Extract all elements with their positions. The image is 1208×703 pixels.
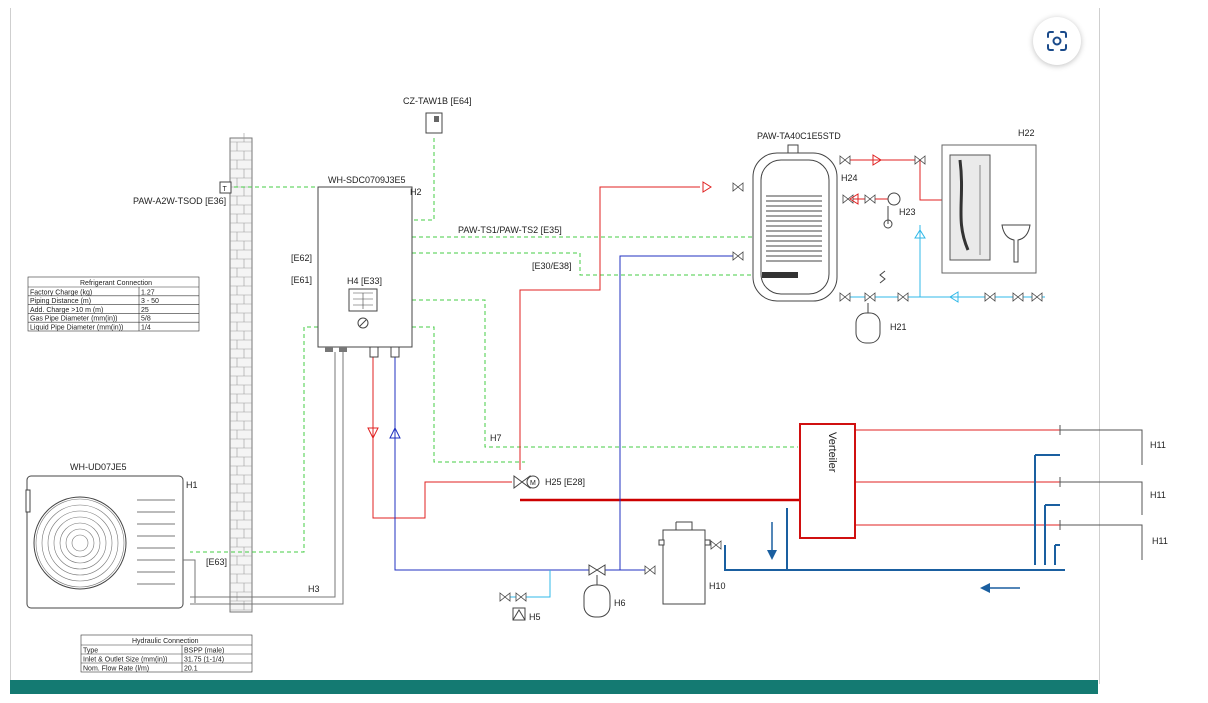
valve-icon xyxy=(839,155,851,165)
floor-heating-lines xyxy=(724,454,1065,571)
bottom-accent-bar xyxy=(10,680,1098,694)
heating-circuits xyxy=(1059,425,1143,560)
sensor-t-label: T xyxy=(223,186,228,193)
refrigerant-lines xyxy=(190,352,344,605)
manifold-verteiler: Verteiler xyxy=(799,423,856,539)
controller-label: CZ-TAW1B [E64] xyxy=(403,96,472,106)
valve-icon xyxy=(644,565,656,575)
expansion-vessel-h21: H21 xyxy=(855,270,907,344)
valve-icon xyxy=(515,592,527,602)
h1-label: H1 xyxy=(186,480,198,490)
indoor-unit-label: WH-SDC0709J3E5 xyxy=(328,175,406,185)
table-cell: 3 - 50 xyxy=(141,298,159,305)
table-cell: Type xyxy=(83,648,98,655)
h10-label: H10 xyxy=(709,581,726,591)
expansion-vessel-h6: H6 xyxy=(583,564,626,618)
svg-text:M: M xyxy=(530,480,536,487)
pipe-arrows xyxy=(367,154,959,440)
hot-water-tank: PAW-TA40C1E5STD H24 xyxy=(752,131,858,302)
valve-icon xyxy=(710,540,722,550)
valve-icon xyxy=(842,194,854,204)
table-cell: Add. Charge >10 m (m) xyxy=(30,307,103,314)
valve-icon xyxy=(1012,292,1024,302)
h21-label: H21 xyxy=(890,322,907,332)
hydraulic-table: Hydraulic Connection Type BSPP (male) Inle… xyxy=(80,634,253,673)
valve-icon xyxy=(984,292,996,302)
h7-label: H7 xyxy=(490,433,502,443)
table-cell: 1.27 xyxy=(141,289,155,296)
h3-label: H3 xyxy=(308,584,320,594)
valve-icon xyxy=(914,155,926,165)
mixing-valve-h25: M H25 [E28] xyxy=(513,475,585,489)
valve-icon xyxy=(1031,292,1043,302)
sensor-label: PAW-A2W-TSOD [E36] xyxy=(133,196,226,206)
tank-label: PAW-TA40C1E5STD xyxy=(757,131,841,141)
table-cell: Factory Charge (kg) xyxy=(30,289,92,296)
drain-h5: H5 xyxy=(512,607,541,622)
h25-label: H25 [E28] xyxy=(545,477,585,487)
h11-label-2: H11 xyxy=(1150,490,1166,500)
circulation-pump: H23 xyxy=(883,192,916,229)
outdoor-unit: WH-UD07JE5 H1 xyxy=(25,462,198,609)
supply-lines xyxy=(372,159,1060,526)
table-cell: 5/8 xyxy=(141,316,151,323)
valve-icon xyxy=(499,592,511,602)
h2-label: H2 xyxy=(410,187,422,197)
h11-label-1: H11 xyxy=(1150,440,1166,450)
brick-wall xyxy=(229,133,253,613)
table-cell: 25 xyxy=(141,307,149,314)
table-cell: BSPP (male) xyxy=(184,648,224,655)
h23-label: H23 xyxy=(899,207,916,217)
valve-icon xyxy=(864,194,876,204)
table-cell: Gas Pipe Diameter (mm(in)) xyxy=(30,316,118,323)
valve-icon xyxy=(732,182,744,192)
table-cell: 31.75 (1-1/4) xyxy=(184,657,224,664)
h4-label: H4 [E33] xyxy=(347,276,382,286)
controller-device: CZ-TAW1B [E64] xyxy=(403,96,472,134)
table-cell: Nom. Flow Rate (l/m) xyxy=(83,666,149,673)
shower-room: H22 xyxy=(941,128,1037,274)
return-arrow-head xyxy=(980,583,990,593)
h5-label: H5 xyxy=(529,612,541,622)
scan-button[interactable] xyxy=(1033,17,1081,65)
verteiler-label: Verteiler xyxy=(826,432,838,473)
valve-icon xyxy=(839,292,851,302)
shower-label: H22 xyxy=(1018,128,1035,138)
e61-label: [E61] xyxy=(291,275,312,285)
refrigerant-table-title: Refrigerant Connection xyxy=(80,280,152,287)
ts-label: PAW-TS1/PAW-TS2 [E35] xyxy=(458,225,562,235)
table-cell: 20.1 xyxy=(184,666,198,673)
table-cell: Liquid Pipe Diameter (mm(in)) xyxy=(30,325,123,332)
diagram-frame xyxy=(10,8,1100,684)
flow-arrow-head xyxy=(767,550,777,560)
valve-icon xyxy=(864,292,876,302)
signal-lines xyxy=(190,138,798,553)
table-cell: Inlet & Outlet Size (mm(in)) xyxy=(83,657,167,664)
outdoor-label: WH-UD07JE5 xyxy=(70,462,127,472)
h6-label: H6 xyxy=(614,598,626,608)
e62-label: [E62] xyxy=(291,253,312,263)
e63-label: [E63] xyxy=(206,557,227,567)
valves xyxy=(499,155,1043,602)
valve-icon xyxy=(897,292,909,302)
h11-label-3: H11 xyxy=(1152,536,1168,546)
indoor-unit: WH-SDC0709J3E5 H2 H4 [E33] [E62] [E61] xyxy=(291,175,422,358)
refrigerant-table: Refrigerant Connection Factory Charge (k… xyxy=(27,276,200,332)
scan-icon xyxy=(1047,31,1067,51)
return-lines xyxy=(394,255,740,571)
buffer-tank-h10: H10 xyxy=(658,521,726,605)
e30-label: [E30/E38] xyxy=(532,261,572,271)
table-cell: 1/4 xyxy=(141,325,151,332)
outdoor-sensor: T PAW-A2W-TSOD [E36] xyxy=(133,181,232,206)
table-cell: Piping Distance (m) xyxy=(30,298,91,305)
h24-label: H24 xyxy=(841,173,858,183)
valve-icon xyxy=(732,251,744,261)
hydraulic-table-title: Hydraulic Connection xyxy=(132,638,199,645)
